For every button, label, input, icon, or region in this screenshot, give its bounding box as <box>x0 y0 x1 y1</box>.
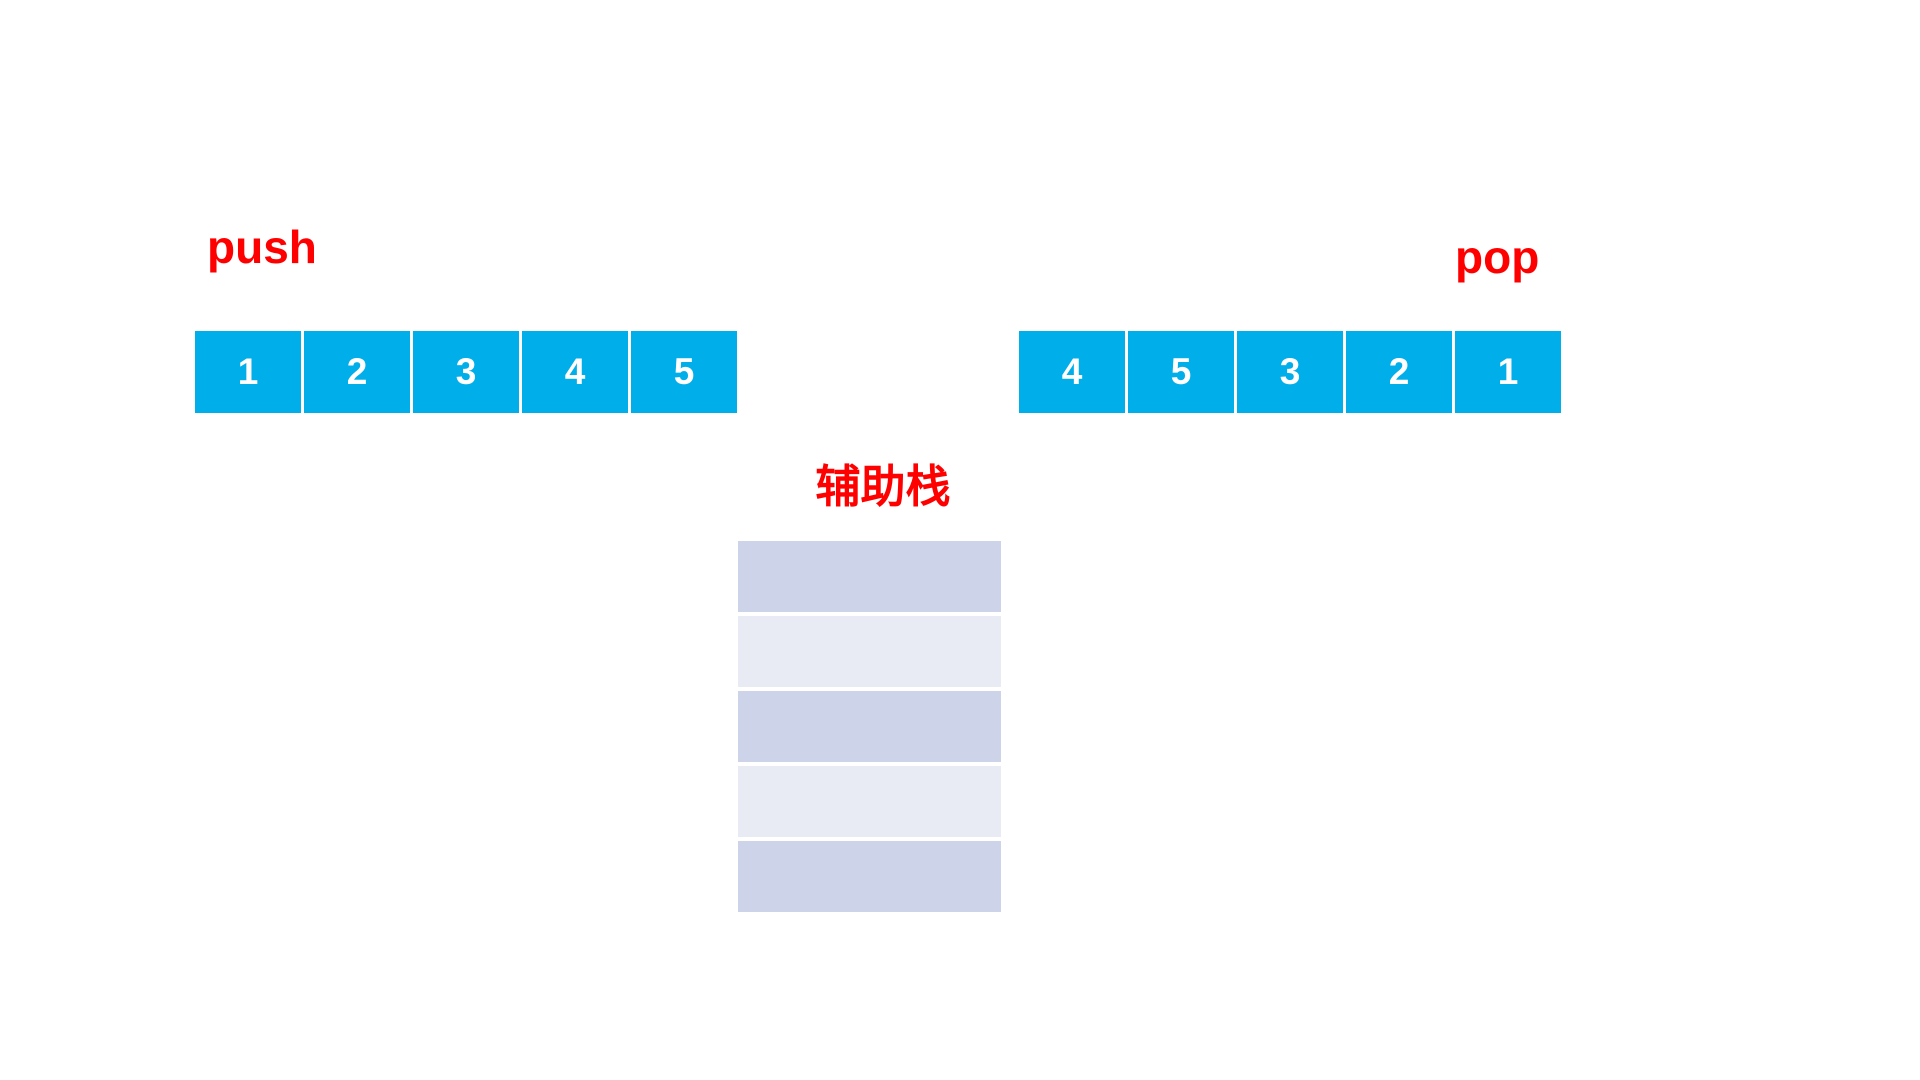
pop-array: 4 5 3 2 1 <box>1019 331 1561 413</box>
aux-stack-slot-4 <box>738 766 1001 837</box>
pop-label: pop <box>1455 231 1540 283</box>
pop-cell-3: 3 <box>1237 331 1343 413</box>
aux-stack-label: 辅助栈 <box>815 461 951 512</box>
aux-stack-slot-2 <box>738 616 1001 687</box>
push-cell-5: 5 <box>631 331 737 413</box>
pop-cell-5: 1 <box>1455 331 1561 413</box>
push-cell-1: 1 <box>195 331 301 413</box>
pop-cell-4: 2 <box>1346 331 1452 413</box>
push-cell-4: 4 <box>522 331 628 413</box>
push-cell-3: 3 <box>413 331 519 413</box>
pop-cell-1: 4 <box>1019 331 1125 413</box>
aux-stack-slot-3 <box>738 691 1001 762</box>
aux-stack-slot-1 <box>738 541 1001 612</box>
push-label: push <box>207 221 317 273</box>
push-array: 1 2 3 4 5 <box>195 331 737 413</box>
push-cell-2: 2 <box>304 331 410 413</box>
pop-cell-2: 5 <box>1128 331 1234 413</box>
aux-stack <box>738 541 1001 912</box>
aux-stack-slot-5 <box>738 841 1001 912</box>
